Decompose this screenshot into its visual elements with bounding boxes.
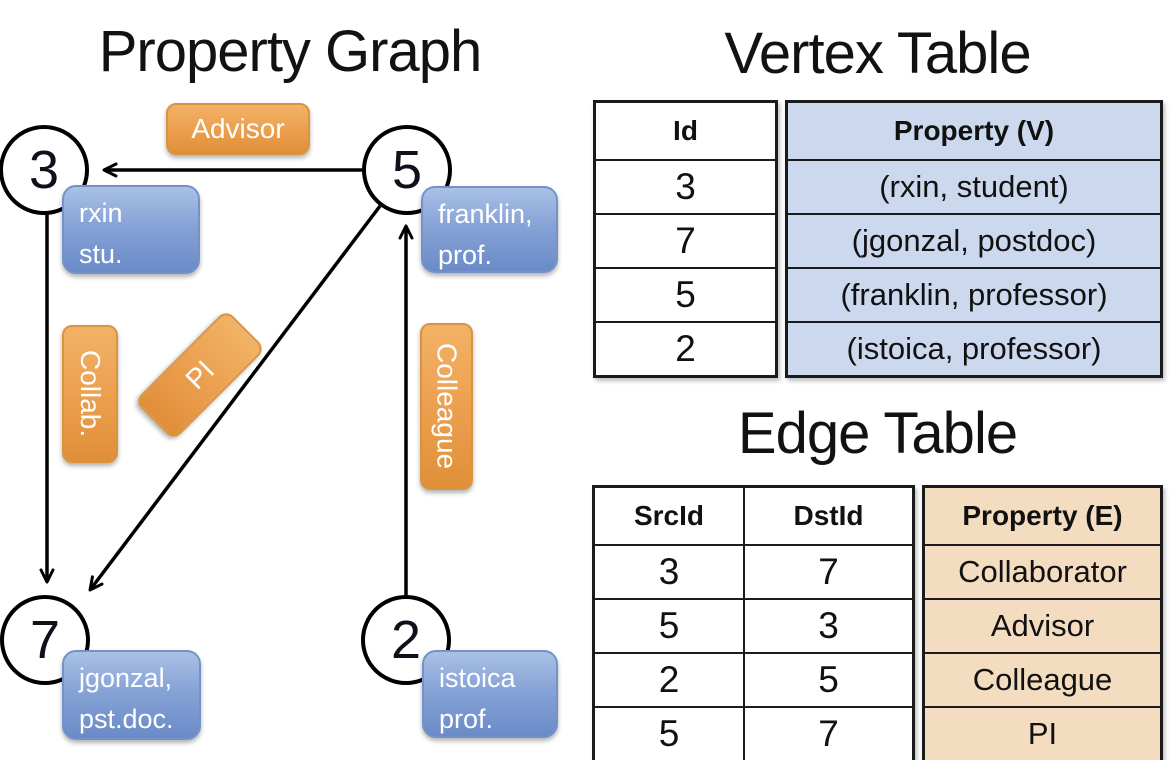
- edge-src-cell: 2: [595, 654, 745, 706]
- vertex-property-box-istoica: istoica prof.: [422, 650, 558, 738]
- edge-label-colleague: Colleague: [420, 323, 473, 490]
- edge-property-cell: Advisor: [925, 598, 1160, 652]
- edge-dst-cell: 7: [818, 713, 839, 754]
- vertex-table-id-column: Id 3 7 5 2: [593, 100, 778, 378]
- vertex-id-header: Id: [673, 115, 698, 146]
- vertex-property-cell: (istoica, professor): [788, 321, 1160, 375]
- edge-id-header-row: SrcId DstId: [595, 488, 912, 544]
- edge-dst-cell: 3: [818, 605, 839, 646]
- edge-table-title: Edge Table: [737, 401, 1018, 466]
- edge-src-cell: 5: [595, 600, 745, 652]
- vertex-property-cell: (jgonzal, postdoc): [788, 213, 1160, 267]
- vertex-property-line: franklin,: [438, 199, 533, 229]
- vertex-property-box-jgonzal: jgonzal, pst.doc.: [62, 650, 201, 740]
- vertex-property-box-franklin: franklin, prof.: [421, 186, 558, 273]
- edge-id-row: 2 5: [595, 652, 912, 706]
- property-graph-title: Property Graph: [98, 19, 483, 84]
- vertex-id-cell: 5: [596, 267, 775, 321]
- edge-label-advisor: Advisor: [166, 103, 310, 155]
- vertex-node-7-id: 7: [29, 610, 61, 670]
- vertex-node-5: 5: [362, 125, 452, 215]
- vertex-id-cell: 3: [596, 159, 775, 213]
- edge-pi-line: [88, 204, 382, 592]
- edge-dst-cell: 5: [818, 659, 839, 700]
- vertex-id-cell: 2: [596, 321, 775, 375]
- edge-srcid-header: SrcId: [595, 488, 745, 544]
- vertex-property-cell: (rxin, student): [788, 159, 1160, 213]
- vertex-id-cell: 7: [596, 213, 775, 267]
- edge-label-text: Collab.: [75, 350, 106, 438]
- edge-property-cell: Colleague: [925, 652, 1160, 706]
- vertex-node-2: 2: [361, 595, 451, 685]
- edge-property-cell: PI: [925, 706, 1160, 760]
- edge-label-text: Advisor: [191, 113, 285, 144]
- edge-dstid-header: DstId: [793, 500, 864, 531]
- edge-label-text: Colleague: [431, 343, 463, 470]
- edge-src-cell: 5: [595, 708, 745, 760]
- graph-edges-canvas: [39, 162, 414, 596]
- vertex-table-title: Vertex Table: [724, 21, 1031, 86]
- vertex-node-5-id: 5: [391, 140, 423, 200]
- vertex-property-line: prof.: [438, 239, 493, 270]
- edge-label-collab: Collab.: [62, 325, 118, 463]
- vertex-property-line: rxin: [79, 198, 123, 228]
- vertex-property-header: Property (V): [788, 103, 1160, 159]
- vertex-property-cell: (franklin, professor): [788, 267, 1160, 321]
- edge-table-id-columns: SrcId DstId 3 7 5 3 2 5 5 7: [592, 485, 915, 760]
- vertex-property-line: jgonzal,: [79, 663, 173, 693]
- vertex-property-line: stu.: [79, 238, 123, 269]
- vertex-property-line: pst.doc.: [79, 703, 174, 734]
- edge-dst-cell: 7: [818, 551, 839, 592]
- vertex-table-property-column: Property (V) (rxin, student) (jgonzal, p…: [785, 100, 1163, 378]
- edge-id-row: 5 3: [595, 598, 912, 652]
- edge-label-text: PI: [179, 354, 220, 395]
- vertex-property-line: prof.: [439, 703, 494, 734]
- edge-property-header: Property (E): [925, 488, 1160, 544]
- vertex-node-2-id: 2: [390, 610, 422, 670]
- edge-src-cell: 3: [595, 546, 745, 598]
- vertex-property-line: istoica: [439, 663, 516, 693]
- edge-property-cell: Collaborator: [925, 544, 1160, 598]
- vertex-property-box-rxin: rxin stu.: [62, 185, 200, 274]
- edge-table-property-column: Property (E) Collaborator Advisor Collea…: [922, 485, 1163, 760]
- vertex-node-3-id: 3: [28, 140, 60, 200]
- edge-id-row: 3 7: [595, 544, 912, 598]
- edge-id-row: 5 7: [595, 706, 912, 760]
